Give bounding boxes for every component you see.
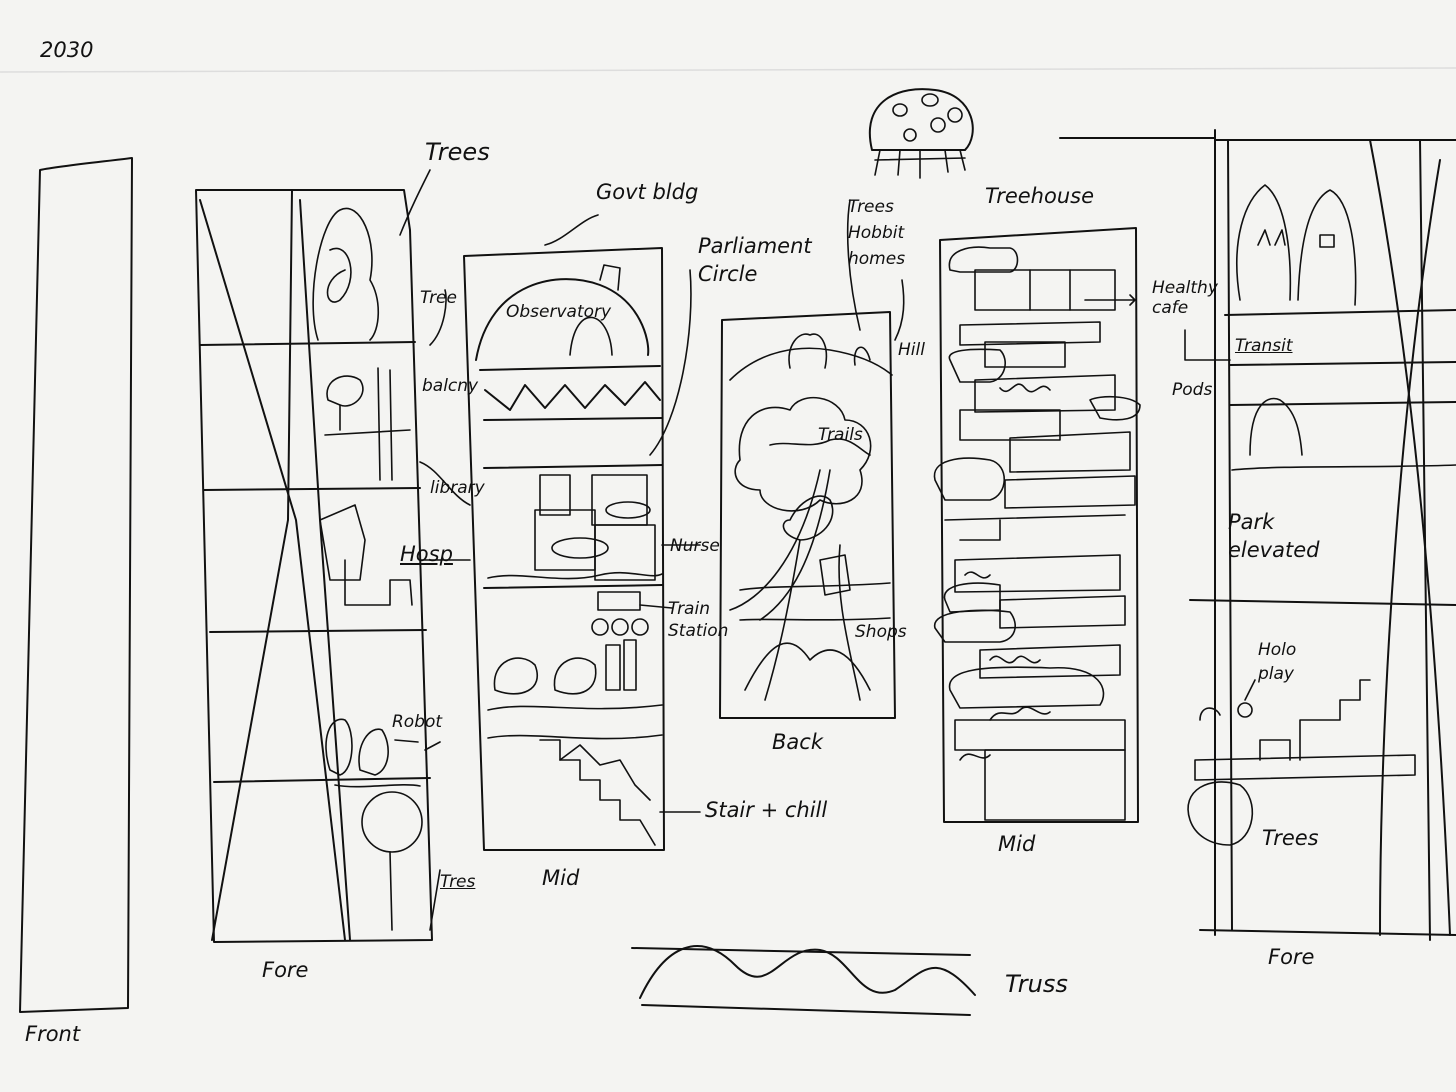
library-label: library — [430, 478, 485, 498]
fore-left-tower — [195, 189, 433, 943]
mushroom-house — [869, 88, 974, 179]
fore-left-label: Fore — [262, 958, 309, 982]
train-station-label: Train Station — [668, 599, 729, 641]
healthy-cafe-label: Healthy cafe — [1152, 278, 1218, 318]
nurse-label: Nurse — [670, 536, 720, 556]
paper-fold — [0, 67, 1456, 73]
trees-bottom-left-label: Tres — [440, 872, 476, 892]
robot-label: Robot — [392, 712, 443, 732]
park-elevated-label: Park elevated — [1228, 510, 1320, 562]
leader-lines — [399, 169, 1256, 931]
stairs-chill-label: Stair + chill — [705, 798, 828, 822]
trails-label: Trails — [818, 425, 863, 445]
trees-hobbit-homes-label: Trees Hobbit homes — [848, 197, 906, 269]
truss-label: Truss — [1005, 970, 1068, 998]
trees-bottom-right-label: Trees — [1262, 826, 1319, 850]
mid-left-tower — [463, 247, 665, 851]
fore-right-tower — [1059, 129, 1456, 941]
mid-right-label: Mid — [998, 832, 1036, 856]
back-label: Back — [772, 730, 823, 754]
mid-left-label: Mid — [542, 866, 580, 890]
pods-label: Pods — [1172, 380, 1213, 400]
truss-diagram — [631, 945, 976, 1016]
observatory-label: Observatory — [506, 302, 612, 322]
hill-label: Hill — [898, 340, 925, 360]
year-label: 2030 — [40, 38, 94, 62]
transit-label: Transit — [1235, 336, 1293, 356]
balcony-label: balcny — [422, 376, 479, 396]
mid-right-tower — [933, 227, 1141, 823]
front-tower — [19, 157, 133, 1013]
fore-right-label: Fore — [1268, 945, 1315, 969]
front-label: Front — [25, 1022, 81, 1046]
trees-top-label: Trees — [425, 138, 490, 166]
govt-building-label: Govt bldg — [596, 180, 699, 204]
holo-play-label: Holo play — [1258, 640, 1297, 684]
treehouse-label: Treehouse — [985, 184, 1094, 208]
back-tower — [719, 311, 896, 719]
hospital-label: Hosp — [400, 542, 453, 566]
shops-label: Shops — [855, 622, 907, 642]
tree-label: Tree — [420, 288, 457, 308]
parliament-circle-label: Parliament Circle — [698, 234, 812, 286]
